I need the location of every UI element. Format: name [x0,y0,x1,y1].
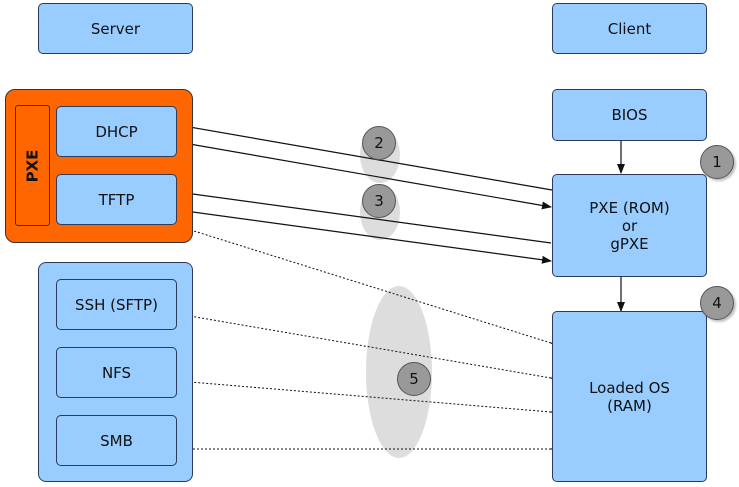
loaded-os-box: Loaded OS (RAM) [552,311,707,482]
nfs-box: NFS [56,347,177,398]
pxe-rom-line-3: gPXE [610,234,649,253]
arrow-dhcp-request [177,122,553,191]
server-header: Server [38,3,193,54]
step-2-badge: 2 [362,126,396,160]
pxe-group-label-text: PXE [23,149,42,182]
pxe-rom-line-1: PXE (ROM) [589,198,670,217]
arrow-dhcp-reply [177,141,552,210]
loaded-os-line-2: (RAM) [607,396,652,415]
pxe-group-label: PXE [15,105,50,226]
bios-box: BIOS [552,89,707,141]
tftp-box: TFTP [56,174,177,225]
link-os-tftp [177,224,561,350]
pxe-rom-line-2: or [621,216,638,235]
step-3-badge: 3 [362,184,396,218]
smb-box: SMB [56,415,177,466]
ssh-sftp-box: SSH (SFTP) [56,279,177,330]
step-1-badge: 1 [700,145,734,179]
client-header: Client [552,3,707,54]
link-os-nfs [177,377,561,417]
link-os-ssh [177,311,561,384]
dhcp-box: DHCP [56,106,177,157]
pxe-rom-box: PXE (ROM) or gPXE [552,174,707,277]
step-4-badge: 4 [700,286,734,320]
step-5-badge: 5 [397,362,431,396]
loaded-os-line-1: Loaded OS [589,378,670,397]
